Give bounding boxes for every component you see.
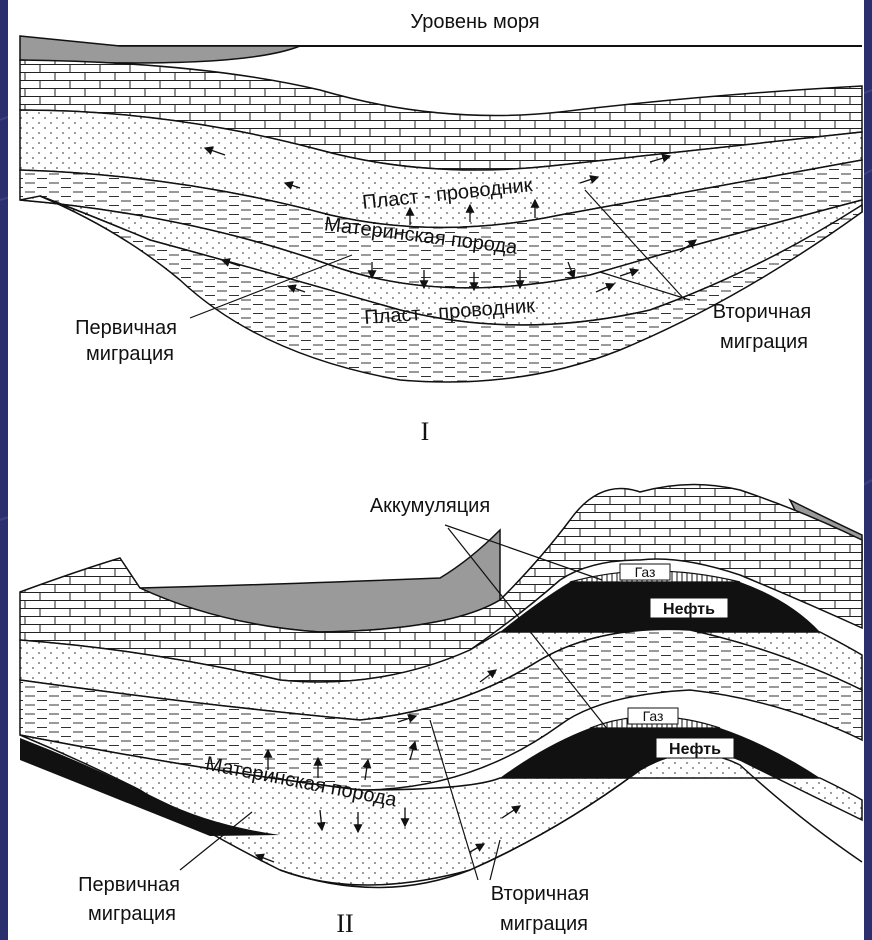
panel-one-numeral: I [421, 417, 430, 446]
oil-label-lower: Нефть [669, 741, 721, 758]
primary-migration-label-one-line1: Первичная [75, 317, 177, 339]
gas-label-upper: Газ [635, 564, 656, 580]
secondary-migration-label-one-line1: Вторичная [713, 301, 811, 323]
gas-label-lower: Газ [643, 708, 664, 724]
secondary-migration-label-one-line2: миграция [720, 331, 808, 353]
primary-migration-label-two-line2: миграция [88, 903, 176, 925]
primary-migration-label-two-line1: Первичная [78, 874, 180, 896]
sea-level-label: Уровень моря [410, 11, 539, 33]
grey-shale-wedge [20, 36, 300, 63]
primary-migration-label-one-line2: миграция [86, 343, 174, 365]
secondary-migration-label-two-line2: миграция [500, 913, 588, 935]
panel-one: Уровень моря Пласт - проводник Материнск… [20, 11, 862, 446]
panel-two-numeral: II [336, 909, 353, 938]
oil-label-upper: Нефть [663, 601, 715, 618]
secondary-migration-label-two-line1: Вторичная [491, 883, 589, 905]
accumulation-label: Аккумуляция [370, 495, 490, 517]
panel-two: Газ Нефть Газ Нефть [20, 484, 862, 938]
